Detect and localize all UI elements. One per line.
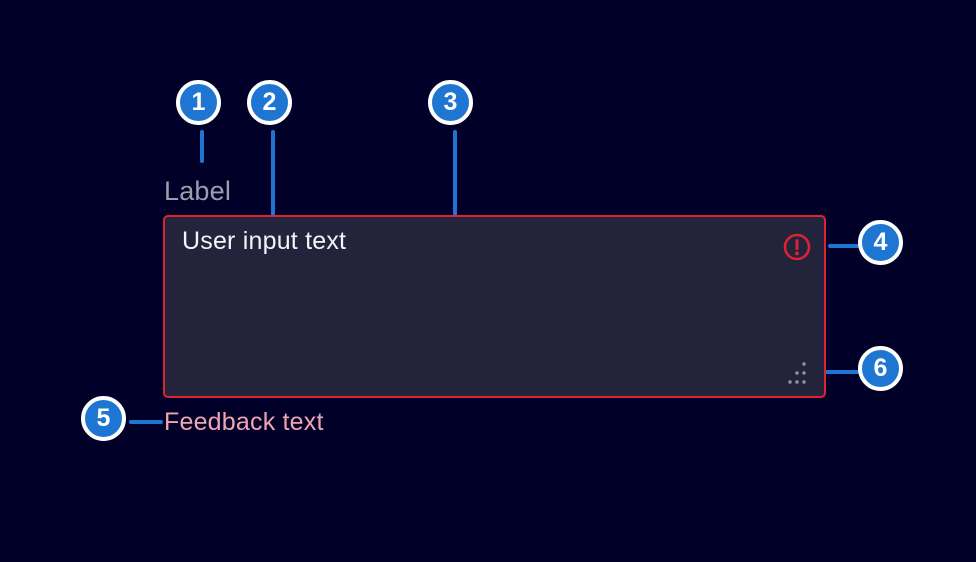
error-alert-icon bbox=[783, 233, 811, 261]
callout-badge-3: 3 bbox=[428, 80, 473, 125]
feedback-text: Feedback text bbox=[164, 408, 324, 436]
callout-badge-1: 1 bbox=[176, 80, 221, 125]
callout-line-4 bbox=[828, 244, 860, 248]
callout-badge-4: 4 bbox=[858, 220, 903, 265]
callout-line-5 bbox=[129, 420, 163, 424]
textarea-value: User input text bbox=[182, 227, 347, 255]
callout-badge-2: 2 bbox=[247, 80, 292, 125]
callout-line-6 bbox=[815, 370, 860, 374]
callout-badge-5: 5 bbox=[81, 396, 126, 441]
resize-handle-icon[interactable] bbox=[786, 360, 808, 386]
callout-badge-6: 6 bbox=[858, 346, 903, 391]
textarea-label: Label bbox=[164, 176, 232, 206]
textarea-field[interactable]: User input text bbox=[163, 215, 826, 398]
callout-line-3 bbox=[453, 130, 457, 243]
callout-line-2 bbox=[271, 130, 275, 223]
callout-line-1 bbox=[200, 130, 204, 163]
